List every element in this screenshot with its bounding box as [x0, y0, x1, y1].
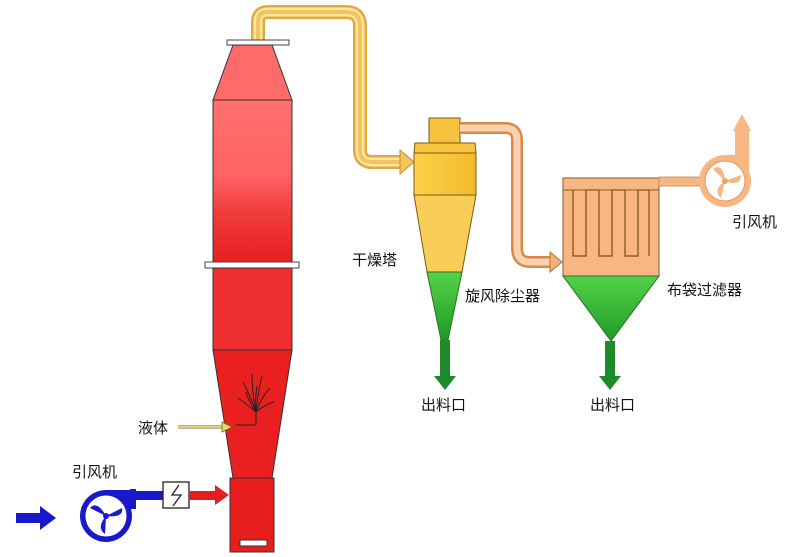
cyclone-label: 旋风除尘器 [465, 287, 541, 305]
top-fan-label: 引风机 [732, 213, 778, 231]
liquid-label: 液体 [138, 419, 169, 437]
fan-icon [699, 114, 751, 207]
fan-icon [80, 489, 136, 542]
liquid-inlet-arrow [178, 421, 233, 433]
blue-duct [136, 491, 163, 500]
hot-air-arrow-icon [189, 485, 229, 505]
filter-outlet-label: 出料口 [590, 396, 636, 414]
cyclone-outlet-label: 出料口 [421, 396, 467, 414]
bag-filter-label: 布袋过滤器 [667, 281, 743, 299]
pipe-arrow-icon [399, 148, 415, 176]
fan-duct [658, 176, 702, 187]
hot-air-pipe [251, 5, 415, 176]
bottom-fan-label: 引风机 [72, 463, 118, 481]
exhaust-arrow-icon [733, 114, 751, 131]
drying-tower [204, 39, 300, 553]
bag-filter [562, 177, 660, 342]
cyclone-outlet-arrow-icon [434, 340, 456, 390]
inlet-arrow-icon [16, 506, 56, 530]
filter-outlet-arrow-icon [599, 341, 621, 390]
dryer-label: 干燥塔 [352, 251, 398, 269]
heater-icon [162, 481, 190, 509]
spray-nozzle-icon [236, 373, 275, 426]
cyclone [413, 117, 477, 341]
exhaust-pipe [460, 122, 563, 274]
